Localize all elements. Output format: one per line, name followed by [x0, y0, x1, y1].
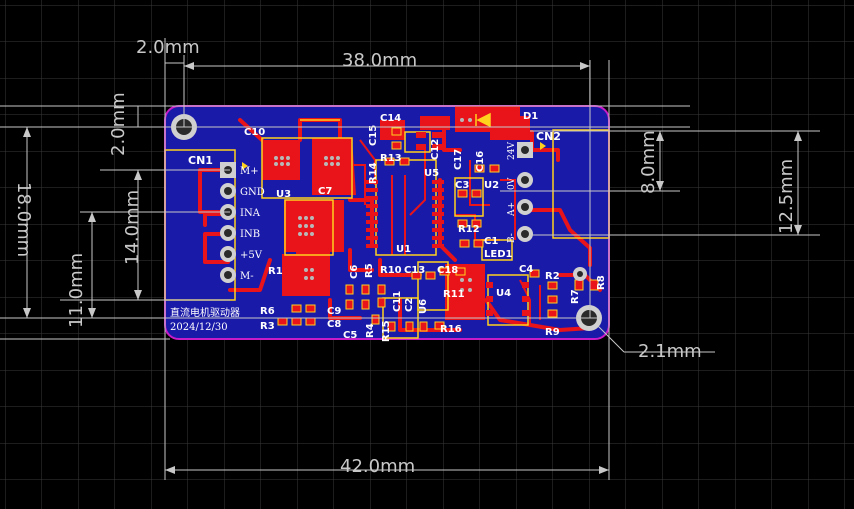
designator: C17: [453, 149, 464, 170]
board-title: 直流电机驱动器: [170, 306, 240, 319]
designator: C4: [519, 264, 533, 275]
designator: U4: [496, 288, 511, 299]
designator: C1: [484, 236, 498, 247]
vias: [274, 118, 472, 292]
cn2-pin-label: 0V: [507, 177, 517, 190]
designator: U3: [276, 189, 291, 200]
designator: U5: [424, 168, 439, 179]
board-date: 2024/12/30: [170, 322, 228, 333]
cn1-pin-label: +5V: [240, 250, 263, 261]
designator: C14: [380, 113, 401, 124]
cn2-label: CN2: [536, 130, 561, 143]
designator: R7: [570, 289, 581, 304]
cn1-pin-label: M-: [240, 271, 254, 282]
designator: C10: [244, 127, 265, 138]
designator: R2: [545, 271, 560, 282]
smd-pads: [277, 127, 599, 332]
dim-left-14mm: 14.0mm: [122, 190, 143, 265]
cn1-pin-label: INB: [240, 229, 260, 240]
cn1-pin-label: GND: [240, 187, 265, 198]
designator: R16: [440, 324, 462, 335]
designator: R15: [381, 320, 392, 342]
designator: C2: [404, 298, 415, 312]
designator: U1: [396, 244, 411, 255]
designator: D1: [523, 111, 538, 122]
designator: C7: [318, 186, 332, 197]
designator: C11: [392, 291, 403, 312]
dim-hole-2-1mm: 2.1mm: [638, 341, 702, 362]
designator: C12: [430, 139, 441, 160]
cn2-pin-label: 24V: [507, 142, 517, 160]
designator: C8: [327, 319, 341, 330]
dim-bottom-42mm: 42.0mm: [340, 456, 415, 477]
cn2-pin-label: A+: [507, 202, 517, 217]
cn2-pins: [517, 142, 587, 281]
designator: C6: [349, 265, 360, 279]
designator: LED1: [484, 249, 513, 260]
designator: C13: [404, 265, 425, 276]
dim-right-12-5mm: 12.5mm: [776, 159, 797, 234]
dim-top-38mm: 38.0mm: [342, 50, 417, 71]
designator: R3: [260, 321, 275, 332]
designator: R9: [545, 327, 560, 338]
dim-left-18mm: 18.0mm: [13, 182, 34, 257]
designator: R14: [368, 162, 379, 184]
cn1-pin-label: INA: [240, 208, 261, 219]
designator: R11: [443, 289, 465, 300]
designator: R5: [364, 263, 375, 278]
designator: C16: [475, 151, 486, 172]
designator: R1: [268, 266, 283, 277]
designator: C9: [327, 306, 341, 317]
dim-left-11mm: 11.0mm: [66, 253, 87, 328]
designator: C5: [343, 330, 357, 341]
ic-pads: [366, 132, 529, 316]
designator: R10: [380, 265, 402, 276]
dimension-annotations: 2.0mm 38.0mm 2.0mm 18.0mm 14.0mm 11.0mm …: [0, 37, 820, 480]
dim-left-2mm: 2.0mm: [108, 92, 129, 156]
dim-right-8mm: 8.0mm: [638, 130, 659, 194]
cn1-label: CN1: [188, 154, 213, 167]
pin1-marker-cn1: [242, 162, 248, 170]
designator: C3: [455, 180, 469, 191]
pcb-board[interactable]: CN1 CN2 M+ GND INA INB +5V M- 24V 0V A+ …: [164, 105, 610, 342]
cn1-pin-label: M+: [240, 166, 259, 177]
designator: R4: [365, 323, 376, 338]
dim-top-2mm: 2.0mm: [136, 37, 200, 58]
designator: R13: [380, 153, 402, 164]
designator: R12: [458, 224, 480, 235]
designator: C15: [368, 125, 379, 146]
designator: R8: [596, 275, 607, 290]
designator: C18: [437, 265, 458, 276]
diode-symbol: [475, 112, 491, 128]
designator: U6: [418, 299, 429, 314]
designator: U2: [484, 180, 499, 191]
pin1-marker-cn2: [540, 142, 546, 150]
designator: R6: [260, 306, 275, 317]
cn2-pin-label: B-: [507, 233, 517, 243]
